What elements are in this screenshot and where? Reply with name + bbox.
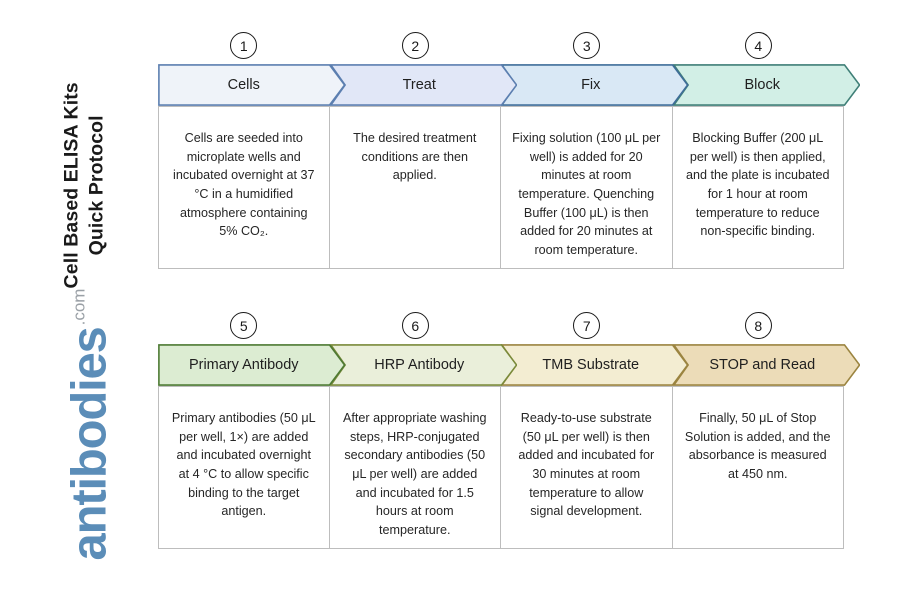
brand-name: antibodies [62, 327, 117, 561]
step-number-label: 6 [411, 317, 420, 334]
chevron-step-1[interactable]: Cells [158, 64, 346, 106]
chevron-strip-row-2: Primary Antibody HRP Antibody TMB Substrat… [158, 344, 860, 386]
step-number-label: 3 [582, 37, 591, 54]
chevron-label: STOP and Read [709, 357, 816, 373]
step-description-text: Fixing solution (100 μL per well) is add… [512, 131, 661, 257]
chevron-label: Cells [227, 77, 260, 93]
step-description-box-4: Blocking Buffer (200 μL per well) is the… [672, 106, 844, 269]
chevron-step-6[interactable]: HRP Antibody [329, 344, 517, 386]
chevron-label: TMB Substrate [542, 357, 640, 373]
chevron-step-5[interactable]: Primary Antibody [158, 344, 346, 386]
chevron-label: Treat [402, 77, 436, 93]
step-description-text: Cells are seeded into microplate wells a… [173, 131, 315, 239]
step-description-box-2: The desired treatment conditions are the… [329, 106, 501, 269]
brand-tld: .com [69, 288, 89, 326]
step-number-label: 1 [239, 37, 248, 54]
chevron-label: Primary Antibody [188, 357, 299, 373]
step-description-text: Ready-to-use substrate (50 μL per well) … [518, 411, 655, 519]
step-number-5: 5 [230, 312, 258, 339]
step-numbers-row-1: 1 2 3 4 [158, 32, 844, 64]
chevron-shape-icon [158, 344, 346, 386]
step-number-1: 1 [230, 32, 258, 59]
protocol-row-2: 5 6 7 8 Primary Antibody HRP Antibody TMB Sub… [158, 312, 860, 549]
chevron-label: HRP Antibody [374, 357, 465, 373]
chevron-strip-row-1: Cells Treat Fix Block [158, 64, 860, 106]
chevron-step-3[interactable]: Fix [501, 64, 689, 106]
step-description-text: The desired treatment conditions are the… [353, 131, 477, 183]
step-number-label: 2 [411, 37, 420, 54]
chevron-shape-icon [158, 64, 346, 106]
step-description-box-5: Primary antibodies (50 μL per well, 1×) … [158, 386, 330, 549]
step-number-6: 6 [401, 312, 429, 339]
step-number-8: 8 [744, 312, 772, 339]
chevron-label: Fix [581, 77, 601, 93]
description-boxes-row-2: Primary antibodies (50 μL per well, 1×) … [158, 386, 844, 549]
step-description-box-7: Ready-to-use substrate (50 μL per well) … [501, 386, 673, 549]
step-description-box-6: After appropriate washing steps, HRP-con… [329, 386, 501, 549]
step-description-box-8: Finally, 50 μL of Stop Solution is added… [672, 386, 844, 549]
brand-logo: antibodies .com [62, 275, 117, 575]
step-numbers-row-2: 5 6 7 8 [158, 312, 844, 344]
step-number-label: 4 [754, 37, 763, 54]
step-description-text: Primary antibodies (50 μL per well, 1×) … [171, 411, 316, 519]
step-description-text: Blocking Buffer (200 μL per well) is the… [685, 131, 830, 239]
chevron-step-4[interactable]: Block [672, 64, 860, 106]
step-number-2: 2 [401, 32, 429, 59]
chevron-label: Block [744, 77, 780, 93]
step-description-box-1: Cells are seeded into microplate wells a… [158, 106, 330, 269]
step-number-label: 7 [582, 317, 591, 334]
description-boxes-row-1: Cells are seeded into microplate wells a… [158, 106, 844, 269]
step-number-4: 4 [744, 32, 772, 59]
step-number-3: 3 [573, 32, 601, 59]
step-description-text: Finally, 50 μL of Stop Solution is added… [684, 411, 831, 481]
protocol-row-1: 1 2 3 4 Cells Treat Fix Block Cells are seeded… [158, 32, 860, 269]
chevron-step-7[interactable]: TMB Substrate [501, 344, 689, 386]
step-number-7: 7 [573, 312, 601, 339]
chevron-step-8[interactable]: STOP and Read [672, 344, 860, 386]
chevron-step-2[interactable]: Treat [329, 64, 517, 106]
step-description-text: After appropriate washing steps, HRP-con… [342, 411, 487, 537]
step-description-box-3: Fixing solution (100 μL per well) is add… [501, 106, 673, 269]
step-number-label: 5 [239, 317, 248, 334]
step-number-label: 8 [754, 317, 763, 334]
left-rail: Cell Based ELISA Kits Quick Protocol ant… [0, 0, 155, 594]
